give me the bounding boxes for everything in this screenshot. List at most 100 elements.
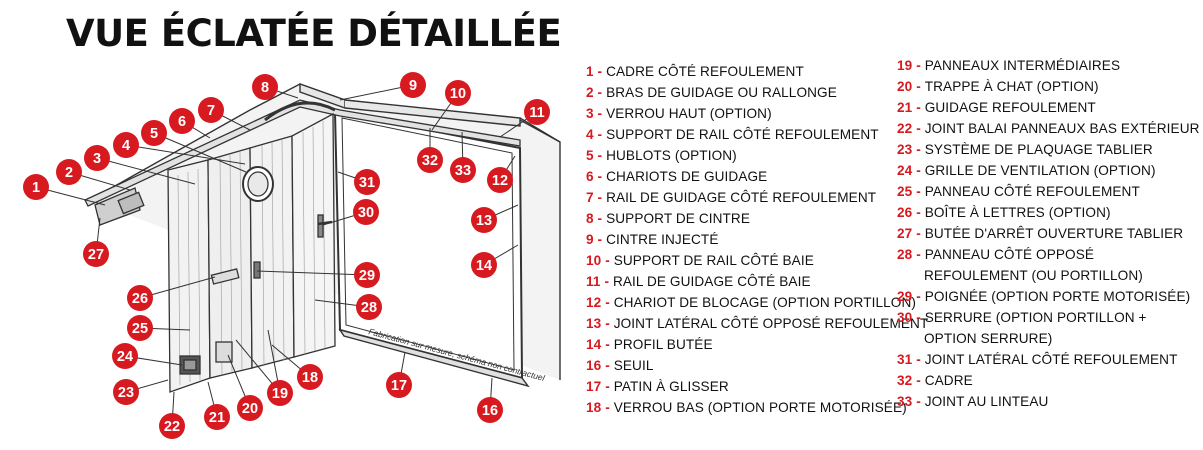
legend-number: 11 bbox=[586, 274, 601, 289]
legend-item: 19 - PANNEAUX INTERMÉDIAIRES bbox=[897, 58, 1121, 73]
legend-number: 30 bbox=[897, 310, 913, 325]
callout-number: 8 bbox=[261, 80, 269, 96]
callout-badge: 1 bbox=[23, 174, 49, 200]
legend-number: 24 bbox=[897, 163, 913, 178]
legend-label: JOINT LATÉRAL CÔTÉ OPPOSÉ REFOULEMENT bbox=[613, 316, 929, 331]
legend-label: CHARIOTS DE GUIDAGE bbox=[606, 169, 768, 184]
callout-number: 19 bbox=[272, 386, 288, 402]
legend-label: HUBLOTS (OPTION) bbox=[606, 148, 737, 163]
callout-badge: 33 bbox=[450, 157, 476, 183]
legend-label: VERROU HAUT (OPTION) bbox=[606, 106, 772, 121]
legend-item: 28 - PANNEAU CÔTÉ OPPOSÉ bbox=[897, 247, 1095, 262]
legend-item: 30 - SERRURE (OPTION PORTILLON + bbox=[897, 310, 1147, 325]
callout-number: 28 bbox=[361, 300, 377, 316]
callout-badge: 25 bbox=[127, 315, 153, 341]
callout-badge: 23 bbox=[113, 379, 139, 405]
legend-number: 5 bbox=[586, 148, 594, 163]
legend-number: 22 bbox=[897, 121, 913, 136]
top-rail bbox=[84, 99, 521, 226]
legend-item: 18 - VERROU BAS (OPTION PORTE MOTORISÉE) bbox=[586, 400, 907, 415]
legend-number: 29 bbox=[897, 289, 913, 304]
callout-number: 22 bbox=[164, 419, 180, 435]
legend-item: 5 - HUBLOTS (OPTION) bbox=[586, 148, 737, 163]
legend-label: SERRURE (OPTION PORTILLON + bbox=[924, 310, 1147, 325]
callout-badge: 26 bbox=[127, 285, 153, 311]
legend-label: PATIN À GLISSER bbox=[613, 379, 729, 394]
exploded-view-diagram: Fabrication sur mesure, schéma non contr… bbox=[23, 72, 561, 439]
callout-number: 18 bbox=[302, 370, 318, 386]
legend-label: BRAS DE GUIDAGE OU RALLONGE bbox=[606, 85, 837, 100]
legend-number: 20 bbox=[897, 79, 913, 94]
callout-badge: 14 bbox=[471, 252, 497, 278]
callout-number: 33 bbox=[455, 163, 471, 179]
legend-item: 2 - BRAS DE GUIDAGE OU RALLONGE bbox=[586, 85, 837, 100]
legend-item: 22 - JOINT BALAI PANNEAUX BAS EXTÉRIEUR bbox=[897, 121, 1200, 136]
legend-item: 1 - CADRE CÔTÉ REFOULEMENT bbox=[586, 64, 804, 79]
legend-label: POIGNÉE (OPTION PORTE MOTORISÉE) bbox=[924, 289, 1191, 304]
legend-item: 3 - VERROU HAUT (OPTION) bbox=[586, 106, 772, 121]
callout-badge: 22 bbox=[159, 413, 185, 439]
legend-item: 9 - CINTRE INJECTÉ bbox=[586, 232, 719, 247]
legend-number: 23 bbox=[897, 142, 913, 157]
callout-number: 4 bbox=[122, 138, 130, 154]
callout-number: 23 bbox=[118, 385, 134, 401]
legend-label: SEUIL bbox=[613, 358, 654, 373]
callout-number: 12 bbox=[492, 173, 508, 189]
callout-number: 25 bbox=[132, 321, 148, 337]
callout-badge: 20 bbox=[237, 395, 263, 421]
legend-label: PANNEAU CÔTÉ REFOULEMENT bbox=[924, 184, 1140, 199]
legend-number: 1 bbox=[586, 64, 594, 79]
door-panels bbox=[167, 112, 336, 393]
legend-label: CINTRE INJECTÉ bbox=[606, 232, 719, 247]
callout-number: 2 bbox=[65, 165, 73, 181]
legend-item: 8 - SUPPORT DE CINTRE bbox=[586, 211, 751, 226]
callout-badge: 16 bbox=[477, 397, 503, 423]
callout-badge: 28 bbox=[356, 294, 382, 320]
callout-badge: 30 bbox=[353, 199, 379, 225]
legend-label: SUPPORT DE CINTRE bbox=[606, 211, 751, 226]
legend-number: 16 bbox=[586, 358, 602, 373]
legend-label: GRILLE DE VENTILATION (OPTION) bbox=[924, 163, 1156, 178]
legend-label: GUIDAGE REFOULEMENT bbox=[924, 100, 1096, 115]
callout-badge: 9 bbox=[400, 72, 426, 98]
legend-label: SUPPORT DE RAIL CÔTÉ REFOULEMENT bbox=[606, 127, 879, 142]
callout-number: 5 bbox=[150, 126, 158, 142]
callout-number: 29 bbox=[359, 268, 375, 284]
legend-label: RAIL DE GUIDAGE CÔTÉ BAIE bbox=[612, 274, 811, 289]
legend-label: JOINT LATÉRAL CÔTÉ REFOULEMENT bbox=[924, 352, 1178, 367]
callout-badge: 24 bbox=[112, 343, 138, 369]
callout-badge: 10 bbox=[445, 80, 471, 106]
legend-label: REFOULEMENT (OU PORTILLON) bbox=[924, 268, 1143, 283]
legend-left: 1 - CADRE CÔTÉ REFOULEMENT 2 - BRAS DE GU… bbox=[586, 61, 928, 418]
callout-number: 32 bbox=[422, 153, 438, 169]
legend-number: 32 bbox=[897, 373, 913, 388]
callout-number: 3 bbox=[93, 151, 101, 167]
legend-item: 20 - TRAPPE À CHAT (OPTION) bbox=[897, 79, 1099, 94]
callout-number: 21 bbox=[209, 410, 225, 426]
legend-label: JOINT AU LINTEAU bbox=[924, 394, 1049, 409]
legend-number: 4 bbox=[586, 127, 594, 142]
legend-item: 32 - CADRE bbox=[897, 373, 973, 388]
callout-number: 24 bbox=[117, 349, 133, 365]
legend-label: SUPPORT DE RAIL CÔTÉ BAIE bbox=[613, 253, 814, 268]
legend-item: 23 - SYSTÈME DE PLAQUAGE TABLIER bbox=[897, 142, 1153, 157]
callout-badge: 12 bbox=[487, 167, 513, 193]
legend-label: CADRE bbox=[924, 373, 973, 388]
legend-item: 24 - GRILLE DE VENTILATION (OPTION) bbox=[897, 163, 1156, 178]
legend-label: VERROU BAS (OPTION PORTE MOTORISÉE) bbox=[613, 400, 907, 415]
legend-label: BOÎTE À LETTRES (OPTION) bbox=[924, 205, 1111, 220]
legend-number: 17 bbox=[586, 379, 602, 394]
legend-right: 19 - PANNEAUX INTERMÉDIAIRES 20 - TRAPPE … bbox=[897, 55, 1200, 412]
callout-badge: 6 bbox=[169, 108, 195, 134]
callout-number: 31 bbox=[359, 175, 375, 191]
legend-item: 26 - BOÎTE À LETTRES (OPTION) bbox=[897, 205, 1111, 220]
callout-badge: 2 bbox=[56, 159, 82, 185]
legend-number: 7 bbox=[586, 190, 594, 205]
legend-number: 14 bbox=[586, 337, 602, 352]
callout-number: 9 bbox=[409, 78, 417, 94]
legend-number: 10 bbox=[586, 253, 602, 268]
callout-badge: 32 bbox=[417, 147, 443, 173]
callout-number: 1 bbox=[32, 180, 40, 196]
legend-number: 33 bbox=[897, 394, 913, 409]
